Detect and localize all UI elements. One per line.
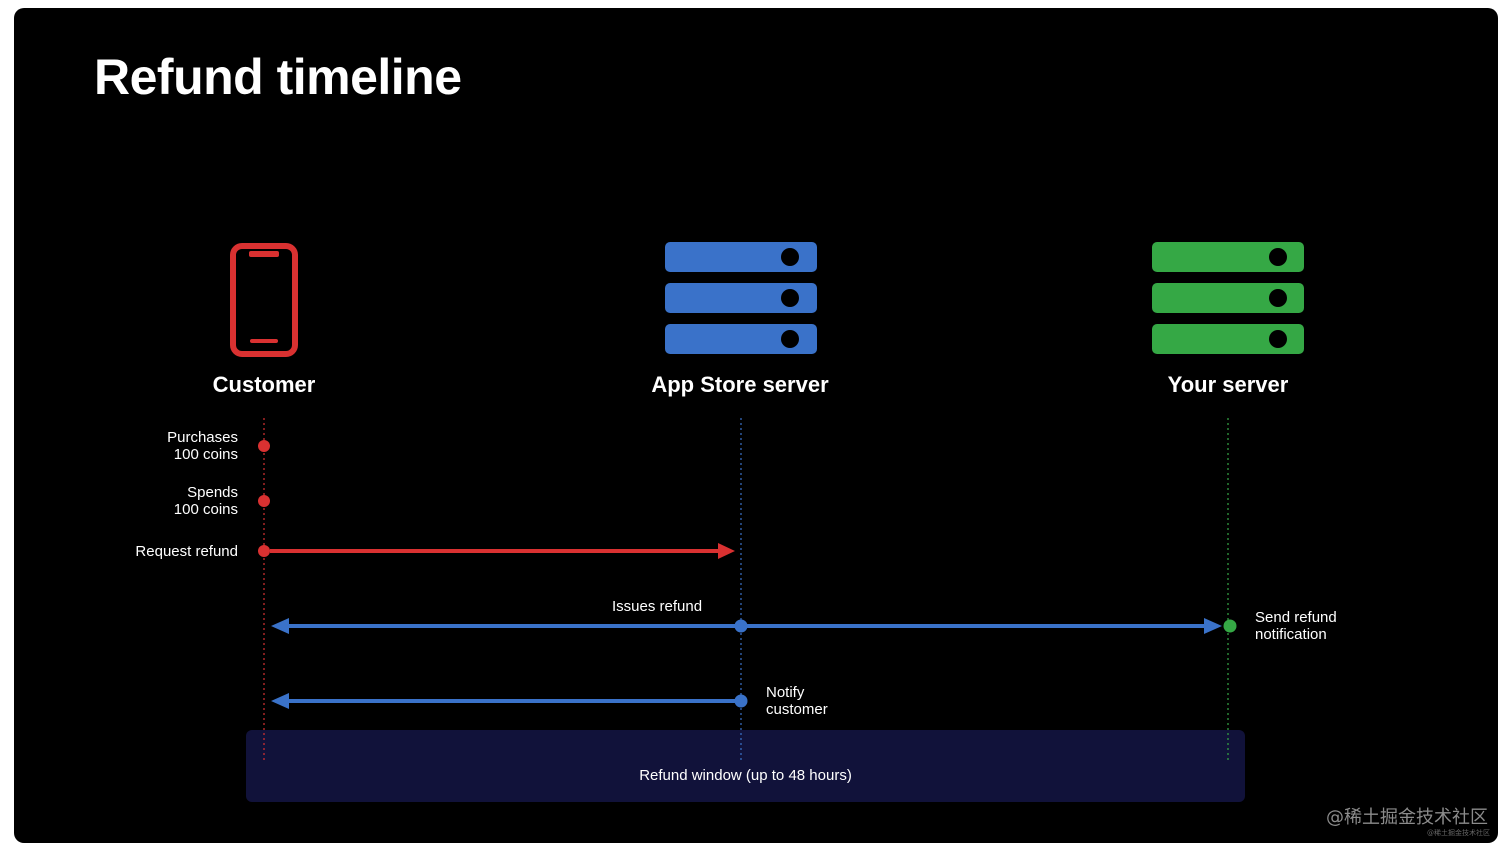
watermark: @稀土掘金技术社区 [1326,807,1488,828]
issues-refund-arrow-right [747,618,1222,634]
refund-window-band: Refund window (up to 48 hours) [246,730,1245,802]
phone-icon [230,243,298,357]
slide-title: Refund timeline [94,49,462,105]
refund-window-label: Refund window (up to 48 hours) [639,767,852,784]
spend-dot [258,495,270,507]
app-store-server-label: App Store server [651,372,829,397]
issues-refund-arrow-left [271,618,735,634]
issues-refund-label: Issues refund [612,598,703,615]
send-notification-dot [1223,619,1237,633]
purchase-dot [258,440,270,452]
notify-customer-dot [734,694,748,708]
slide: Refund timeline Refund window (up to 48 … [14,8,1498,843]
request-refund-label: Request refund [135,543,238,560]
customer-label: Customer [212,372,316,397]
app-store-server-icon [665,242,817,354]
request-refund-dot [258,545,270,557]
notify-customer-arrow [271,693,735,709]
request-refund-arrow [270,543,735,559]
timeline-diagram [230,242,1304,760]
watermark-small: @稀土掘金技术社区 [1427,829,1490,837]
your-server-label: Your server [1167,372,1289,397]
issues-refund-dot [734,619,748,633]
your-server-icon [1152,242,1304,354]
